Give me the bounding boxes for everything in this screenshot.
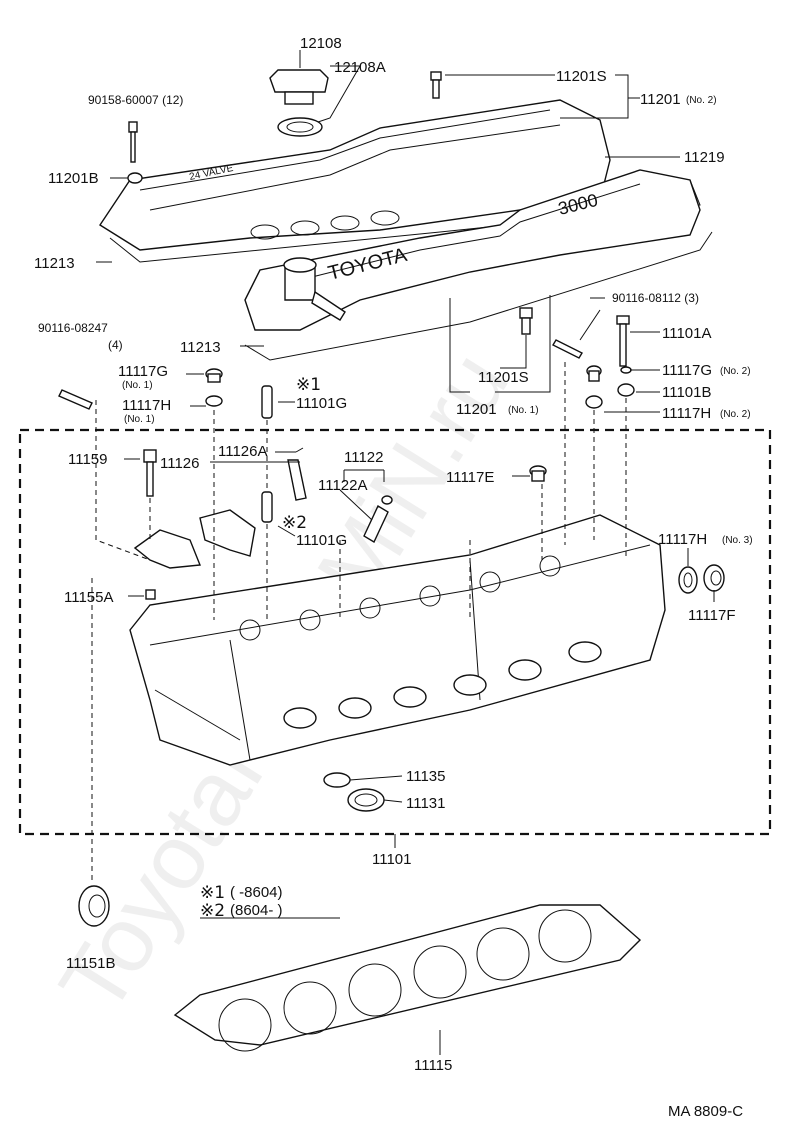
label-11201-top-sub: (No. 2) [686,95,717,106]
label-11201S-b[interactable]: 11201S [478,369,529,386]
stud-90116-08247[interactable] [58,389,93,410]
label-11117H-no2[interactable]: 11117H [662,405,711,422]
pin-11155A[interactable] [145,589,156,600]
stud-11201S-top[interactable] [430,71,442,99]
mark-2-a: ※2 [282,513,307,533]
washer-11101B[interactable] [617,383,635,397]
label-11151B[interactable]: 11151B [66,955,116,972]
plug-11117F[interactable] [703,564,725,592]
pipe-11126[interactable] [287,459,307,501]
label-11101B[interactable]: 11101B [662,384,712,401]
stud-90116-08112[interactable] [552,339,583,359]
label-11201-b-sub: (No. 1) [508,405,539,416]
label-11159[interactable]: 11159 [68,451,108,468]
label-11122[interactable]: 11122 [344,449,384,466]
gasket-11117H-no2[interactable] [585,395,603,409]
label-11131[interactable]: 11131 [406,795,446,812]
bolt-11101A[interactable] [616,315,630,367]
cam-cover-gasket-11219[interactable] [109,179,701,263]
bolt-11159[interactable] [143,449,157,497]
label-11101[interactable]: 11101 [372,851,412,868]
label-12108A[interactable]: 12108A [334,59,386,76]
plug-11131[interactable] [347,788,385,812]
legend-range-2: (8604- ) [230,902,283,919]
cylinder-head[interactable] [129,514,666,766]
gasket-11117H-no1[interactable] [205,395,223,407]
label-11101G-b[interactable]: 11101G [296,532,347,549]
pipe-11122[interactable] [363,505,389,543]
label-11201-b[interactable]: 11201 [456,401,497,418]
label-11117E[interactable]: 11117E [446,469,494,486]
guide-11101G-type2[interactable] [261,491,273,523]
label-11101G-a[interactable]: 11101G [296,395,347,412]
legend-mark-2: ※2 [200,901,225,921]
oring-11122A[interactable] [381,495,393,505]
label-11117F[interactable]: 11117F [688,607,736,624]
label-11117H-no3[interactable]: 11117H [658,531,707,548]
label-11122A[interactable]: 11122A [318,477,368,494]
label-11117H-no2-sub: (No. 2) [720,409,751,420]
leader-lines [91,50,715,1055]
label-11201S-top[interactable]: 11201S [556,68,607,85]
label-11135[interactable]: 11135 [406,768,446,785]
cam-cover-gasket-11213[interactable] [244,231,713,361]
legend-mark-1: ※1 [200,883,225,903]
part-labels: 12108 12108A 11201S 11201 (No. 2) 90158-… [34,35,753,1074]
label-11201-top[interactable]: 11201 [640,91,681,108]
cam-cover-no2[interactable]: 24 VALVE [99,99,611,251]
label-90116-08247[interactable]: 90116-08247 [38,321,108,335]
label-11219[interactable]: 11219 [684,149,725,166]
label-90158-60007[interactable]: 90158-60007 (12) [88,93,183,107]
label-11213-a[interactable]: 11213 [34,255,75,272]
label-11117H-no1-sub: (No. 1) [124,414,155,425]
filler-cap-gasket-12108A[interactable] [277,117,323,137]
head-gasket-11115[interactable] [173,904,642,1052]
plug-11117G-no1[interactable] [205,368,223,383]
camshaft-bearing-caps[interactable] [133,509,256,569]
label-11201B[interactable]: 11201B [48,170,99,187]
label-11101A[interactable]: 11101A [662,325,712,342]
diagram-code: MA 8809-C [668,1103,743,1120]
label-11126A[interactable]: 11126A [218,443,268,460]
bolt-90158-60007[interactable] [128,121,138,163]
seal-washer-11201B[interactable] [127,172,143,184]
guide-11101G-type1[interactable] [261,385,273,419]
plug-11117G-no2[interactable] [586,365,632,382]
stud-11201S-lower[interactable] [519,307,533,335]
seal-11151B[interactable] [78,885,110,927]
label-11117G-no1-sub: (No. 1) [122,380,153,391]
label-11117G-no1[interactable]: 11117G [118,363,168,380]
ring-11135[interactable] [323,772,351,788]
label-11117H-no1[interactable]: 11117H [122,397,171,414]
label-90116-08247-qty: (4) [108,338,123,352]
label-11115[interactable]: 11115 [414,1057,452,1074]
label-90116-08112[interactable]: 90116-08112 (3) [612,291,699,305]
label-11117G-no2-sub: (No. 2) [720,366,751,377]
legend: ※1 ( -8604) ※2 (8604- ) [200,883,283,921]
legend-range-1: ( -8604) [230,884,283,901]
plug-11117E[interactable] [529,465,547,482]
seal-11117H-no3[interactable] [678,566,698,594]
label-11213-b[interactable]: 11213 [180,339,221,356]
clip-11126A[interactable] [295,447,304,453]
label-11155A[interactable]: 11155A [64,589,114,606]
label-11126[interactable]: 11126 [160,455,200,472]
label-11117H-no3-sub: (No. 3) [722,535,753,546]
oil-filler-cap-12108[interactable] [269,69,329,105]
cam-cover-no1[interactable]: TOYOTA 3000 [244,169,701,331]
label-11117G-no2[interactable]: 11117G [662,362,712,379]
mark-1-a: ※1 [296,375,321,395]
cylinder-head-assy-boundary [18,428,772,836]
label-12108[interactable]: 12108 [300,35,342,52]
